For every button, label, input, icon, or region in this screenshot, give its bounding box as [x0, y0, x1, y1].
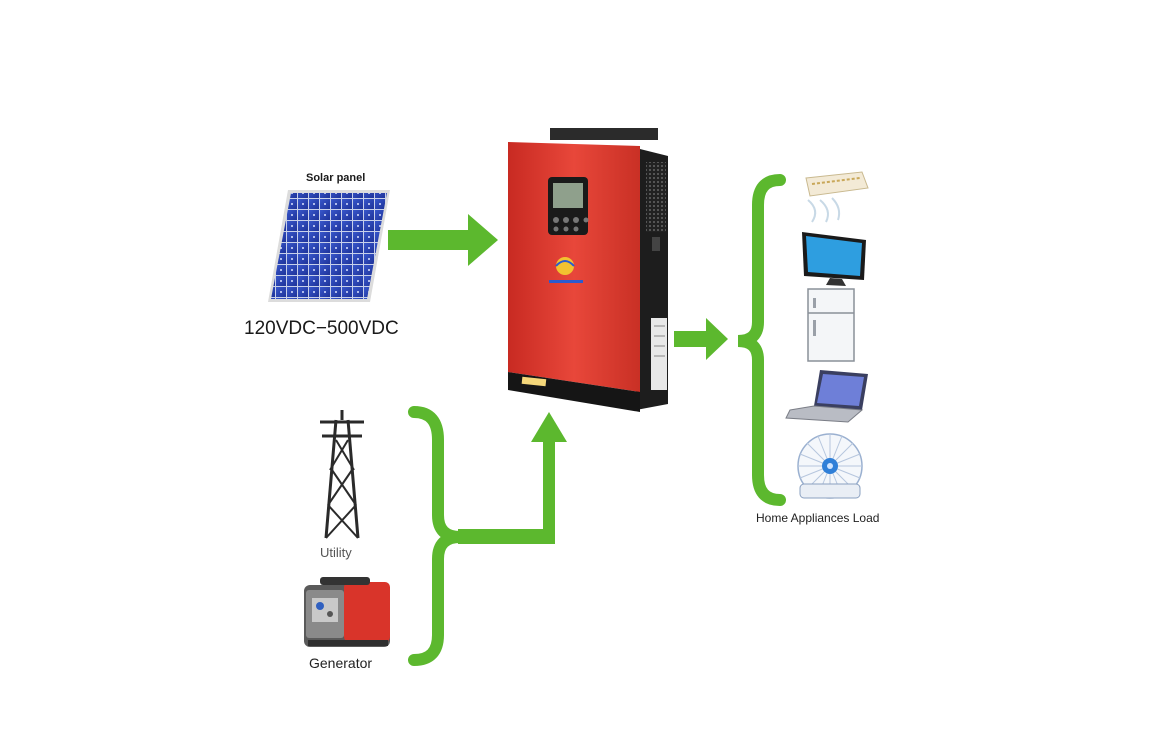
solar-panel-label: Solar panel: [306, 172, 366, 184]
inverter-icon: [508, 128, 668, 412]
solar-panel-icon: [268, 190, 390, 302]
fan-icon: [797, 433, 863, 499]
load-brace: [737, 174, 786, 506]
voltage-range-label: 120VDC−500VDC: [244, 318, 399, 339]
load-label: Home Appliances Load: [756, 511, 880, 525]
arrow-solar-to-inverter: [388, 214, 498, 266]
arrow-inverter-to-load: [674, 318, 728, 360]
fridge-icon: [807, 288, 855, 362]
tv-icon: [802, 232, 866, 286]
generator-label: Generator: [309, 655, 373, 671]
arrow-source-to-inverter: [458, 412, 567, 544]
laptop-icon: [785, 370, 868, 423]
power-tower-icon: [320, 410, 364, 539]
air-conditioner-icon: [805, 171, 869, 223]
generator-icon: [304, 577, 390, 647]
utility-label: Utility: [320, 545, 352, 560]
source-brace: [408, 406, 461, 666]
